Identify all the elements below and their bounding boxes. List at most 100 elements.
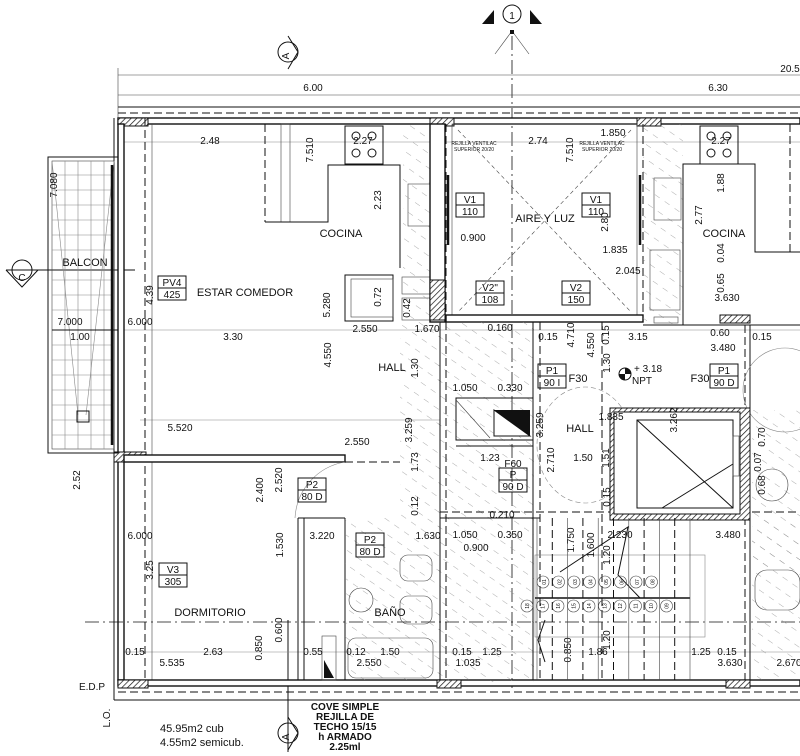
room-label-hall-center: HALL bbox=[566, 423, 594, 435]
stove-icon bbox=[344, 125, 384, 165]
stair-step-number: 04 bbox=[589, 579, 595, 585]
bathroom-fixtures bbox=[321, 410, 800, 681]
stair-step-number: 08 bbox=[651, 579, 657, 585]
washbasin-icon bbox=[348, 587, 374, 613]
dimension-label: 2.400 bbox=[255, 477, 266, 502]
dimension-label: 0.850 bbox=[254, 635, 265, 660]
cove-note: h ARMADO bbox=[318, 732, 372, 743]
stair-step-number: 17 bbox=[541, 603, 547, 609]
room-label-cocina-right: COCINA bbox=[703, 228, 746, 240]
opening-width: 90 I bbox=[544, 378, 561, 389]
stair-step-number: 12 bbox=[618, 603, 624, 609]
opening-type: V2" bbox=[482, 283, 498, 294]
dimension-label: 0.350 bbox=[497, 530, 522, 541]
dimension-label: 0.60 bbox=[710, 328, 730, 339]
kitchen-right-fixtures bbox=[643, 124, 800, 326]
edp-label: E.D.P bbox=[79, 682, 105, 693]
opening-width: 150 bbox=[568, 295, 585, 306]
opening-tag-box bbox=[455, 204, 485, 218]
dimension-label: 0.15 bbox=[602, 487, 613, 507]
stair-step-number: 18 bbox=[525, 603, 531, 609]
stair-step-number: 09 bbox=[665, 603, 671, 609]
dimension-label: 2.63 bbox=[203, 647, 223, 658]
dimension-label: 1.50 bbox=[573, 453, 593, 464]
opening-type: P2 bbox=[364, 535, 377, 546]
dimension-label: 1.00 bbox=[70, 332, 90, 343]
dimension-label: 1.25 bbox=[691, 647, 711, 658]
dimension-label: 2.550 bbox=[356, 658, 381, 669]
opening-type: V1 bbox=[464, 195, 477, 206]
dimension-label: 2.550 bbox=[344, 437, 369, 448]
opening-width: 80 D bbox=[359, 547, 380, 558]
dimension-label: 0.15 bbox=[125, 647, 145, 658]
dimension-label: 1.530 bbox=[275, 532, 286, 557]
opening-type: P1 bbox=[546, 366, 559, 377]
dimension-label: 1.73 bbox=[410, 452, 421, 472]
dimension-label: 2.550 bbox=[352, 324, 377, 335]
room-label-bano: BAÑO bbox=[374, 606, 406, 619]
dimension-label: 1.88 bbox=[716, 173, 727, 193]
room-label-dormitorio: DORMITORIO bbox=[174, 607, 246, 619]
dimension-label: 6.000 bbox=[127, 317, 152, 328]
dimension-label: 1.835 bbox=[602, 245, 627, 256]
dimension-label: 1.050 bbox=[452, 530, 477, 541]
opening-type: P2 bbox=[306, 480, 319, 491]
opening-tag-box bbox=[498, 479, 528, 493]
area-semicovered: 4.55m2 semicub. bbox=[160, 737, 244, 749]
room-label-estar-comedor: ESTAR COMEDOR bbox=[197, 287, 293, 299]
staircase bbox=[534, 525, 706, 663]
bathtub-icon bbox=[347, 637, 434, 679]
dimension-label: 2.710 bbox=[546, 447, 557, 472]
sink-icon bbox=[653, 177, 682, 221]
dimension-label: 0.72 bbox=[373, 287, 384, 307]
stair-step-number: 03 bbox=[573, 579, 579, 585]
floor-drain-icon bbox=[76, 410, 90, 423]
room-label-hall-left: HALL bbox=[378, 362, 406, 374]
elevator-shaft bbox=[609, 407, 751, 521]
dimension-label: 1.630 bbox=[415, 531, 440, 542]
dimension-label: 1.050 bbox=[452, 383, 477, 394]
opening-type: V1 bbox=[590, 195, 603, 206]
dimension-label: 4.550 bbox=[323, 342, 334, 367]
dimension-label: 7.080 bbox=[49, 172, 60, 197]
opening-type: PV4 bbox=[163, 278, 182, 289]
dimension-label: 3.259 bbox=[404, 417, 415, 442]
opening-type: V2 bbox=[570, 283, 583, 294]
dimension-label: 2.670 bbox=[776, 658, 800, 669]
dimension-label: 7.000 bbox=[57, 317, 82, 328]
balcony bbox=[47, 156, 119, 454]
dimension-label: 0.15 bbox=[752, 332, 772, 343]
dimension-label: 2.27 bbox=[711, 136, 731, 147]
opening-tag-box bbox=[537, 375, 567, 389]
dimension-label: 2.77 bbox=[694, 205, 705, 225]
level-label: NPT bbox=[632, 376, 652, 387]
dimension-label: 3.262 bbox=[669, 407, 680, 432]
dimension-label: 0.07 bbox=[753, 452, 764, 472]
dimension-label: 0.55 bbox=[303, 647, 323, 658]
dimension-label: 3.220 bbox=[309, 531, 334, 542]
dimension-label: 0.70 bbox=[757, 427, 768, 447]
opening-width: 110 bbox=[588, 207, 604, 218]
dimension-label: 0.65 bbox=[716, 273, 727, 293]
dimension-label: 0.68 bbox=[757, 475, 768, 495]
cove-note: TECHO 15/15 bbox=[314, 722, 377, 733]
opening-type: V3 bbox=[167, 565, 180, 576]
dimension-label: 0.04 bbox=[716, 243, 727, 263]
dimension-label: 1.51 bbox=[601, 448, 612, 468]
opening-tag-box bbox=[475, 292, 505, 306]
dimension-label: 4.39 bbox=[145, 285, 156, 305]
opening-width: 425 bbox=[164, 290, 181, 301]
dimension-label: 0.12 bbox=[410, 496, 421, 516]
lo-label: L.O. bbox=[102, 709, 113, 728]
area-covered: 45.95m2 cub bbox=[160, 723, 224, 735]
dimension-label: 6.000 bbox=[127, 531, 152, 542]
kitchen-left-fixtures bbox=[264, 123, 446, 323]
opening-width: 90 D bbox=[502, 482, 523, 493]
dimension-label: 2.74 bbox=[528, 136, 548, 147]
dimension-label: 5.280 bbox=[322, 292, 333, 317]
dimension-label: 0.15 bbox=[452, 647, 472, 658]
stair-step-number: 11 bbox=[634, 603, 640, 608]
dimension-label: 0.850 bbox=[563, 637, 574, 662]
dimension-label: 2.27 bbox=[353, 136, 373, 147]
opening-width: 90 D bbox=[713, 378, 734, 389]
